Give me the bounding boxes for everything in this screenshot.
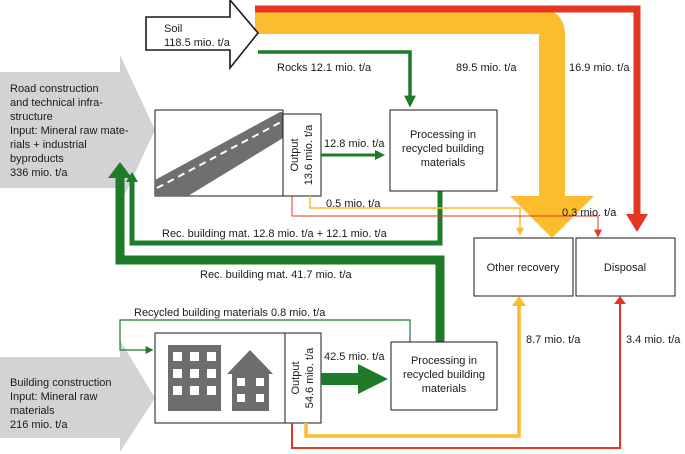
- output-top-label: Output: [289, 138, 301, 171]
- road-disposal-label: 0.3 mio. t/a: [562, 207, 617, 219]
- soil-other-label: 89.5 mio. t/a: [456, 62, 517, 74]
- output-bottom-label: Output: [290, 361, 302, 394]
- road-source-line6: byproducts: [10, 153, 64, 165]
- disposal-box: [575, 237, 676, 297]
- processing-bottom-line3: materials: [422, 383, 467, 395]
- other-recovery-label: Other recovery: [487, 262, 560, 274]
- soil-source-arrow: [145, 0, 260, 71]
- processing-bottom-box: [390, 341, 498, 411]
- building-source-line4: 216 mio. t/a: [10, 419, 68, 431]
- soil-to-disposal-arrowhead: [626, 214, 648, 232]
- recycled-road-arrowhead: [126, 172, 138, 182]
- road-source-line3: structure: [10, 111, 53, 123]
- road-source-line1: Road construction: [10, 83, 99, 95]
- office-building-icon: [168, 345, 221, 411]
- processing-top-line2: recycled building: [402, 143, 484, 155]
- building-to-disposal-arrowhead: [614, 296, 626, 304]
- processing-bottom-line1: Processing in: [411, 355, 477, 367]
- building-source-line3: materials: [10, 405, 55, 417]
- output-bottom-amount: 54.6 mio. t/a: [304, 347, 316, 408]
- road-surface: [155, 112, 283, 196]
- road-other-label: 0.5 mio. t/a: [326, 198, 381, 210]
- recycled-building-flow: [115, 175, 445, 342]
- recycled-road-flow: [129, 180, 443, 246]
- building-to-other-flow: [304, 303, 521, 438]
- recycled-building-arrowhead: [108, 162, 132, 178]
- soil-disposal-label: 16.9 mio. t/a: [569, 62, 630, 74]
- processing-bottom-line2: recycled building: [403, 369, 485, 381]
- soil-name: Soil: [164, 23, 182, 35]
- rocks-label: Rocks 12.1 mio. t/a: [277, 62, 372, 74]
- building-to-disposal-flow: [291, 303, 621, 449]
- road-source-line2: and technical infra-: [10, 97, 103, 109]
- soil-to-other-arrowhead: [510, 196, 594, 238]
- output-top-amount: 13.6 mio. t/a: [303, 124, 315, 185]
- building-to-other-arrowhead: [512, 296, 526, 306]
- building-source-line1: Building construction: [10, 377, 112, 389]
- output-top-box: [282, 113, 322, 197]
- processing-top-box: [389, 109, 498, 192]
- road-source-line4: Input: Mineral raw mate-: [10, 125, 129, 137]
- rec-building-label: Rec. building mat. 41.7 mio. t/a: [200, 269, 353, 281]
- output-bottom-box: [284, 332, 322, 424]
- rec-road-label: Rec. building mat. 12.8 mio. t/a + 12.1 …: [162, 228, 388, 240]
- road-source-line7: 336 mio. t/a: [10, 167, 68, 179]
- rec-loop-label: Recycled building materials 0.8 mio. t/a: [134, 307, 326, 319]
- building-other-label: 8.7 mio. t/a: [526, 334, 581, 346]
- processing-top-line1: Processing in: [410, 129, 476, 141]
- building-disposal-label: 3.4 mio. t/a: [626, 334, 681, 346]
- other-recovery-box: [473, 237, 574, 297]
- road-to-disposal-flow: [291, 196, 602, 238]
- rocks-flow: [258, 50, 416, 108]
- processing-top-line3: materials: [421, 157, 466, 169]
- building-source-arrow: [0, 340, 155, 452]
- building-to-processing-arrowhead: [358, 364, 388, 394]
- road-processing-label: 12.8 mio. t/a: [324, 138, 385, 150]
- soil-to-disposal-flow: [255, 5, 641, 216]
- road-source-line5: rials + industrial: [10, 139, 87, 151]
- soil-to-other-flow: [255, 8, 565, 196]
- soil-amount: 118.5 mio. t/a: [164, 37, 231, 49]
- house-icon: [227, 350, 273, 411]
- disposal-label: Disposal: [604, 262, 646, 274]
- road-to-other-flow: [309, 196, 524, 236]
- building-source-line2: Input: Mineral raw: [10, 391, 97, 403]
- recycled-loop-flow: [119, 319, 411, 354]
- building-processing-label: 42.5 mio. t/a: [324, 351, 385, 363]
